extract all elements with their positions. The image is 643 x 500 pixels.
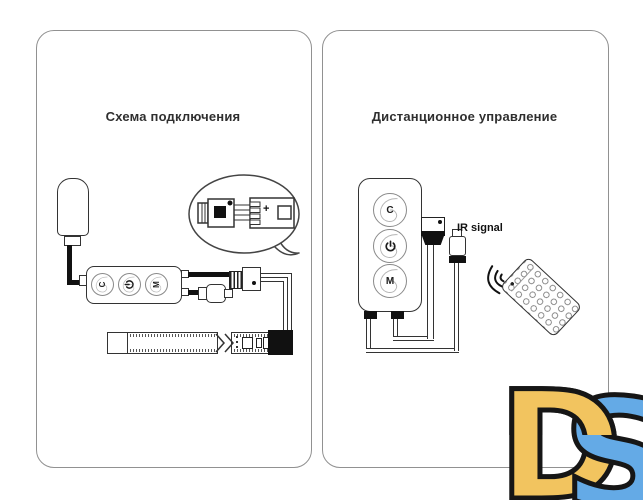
- button-swirl-decoration: [380, 269, 398, 293]
- led-strip-black-connector: [268, 330, 293, 355]
- led-chip: [242, 337, 253, 349]
- left-panel-title: Схема подключения: [105, 109, 241, 124]
- strip-wire-1: [261, 273, 292, 341]
- button-swirl-decoration: [380, 198, 398, 222]
- polarity-plus-label: +: [263, 203, 269, 215]
- button-swirl-decoration: [150, 276, 162, 293]
- strip-hatch-bottom: [234, 349, 270, 352]
- wire-inner-left: [393, 319, 398, 339]
- ir-waves-icon: [487, 265, 505, 295]
- controller-button-power: [118, 273, 141, 296]
- wire-inner-right: [427, 244, 434, 339]
- controller-button-c: C: [91, 273, 114, 296]
- connector-ribbed-section: [229, 271, 242, 289]
- power-adapter-neck: [64, 236, 81, 246]
- strip-hatch-top: [234, 334, 270, 337]
- wire-outer-left: [366, 319, 371, 352]
- ir-receiver-base: [422, 236, 444, 245]
- strip-hatch-top: [130, 334, 215, 337]
- ir-receiver-band: [421, 231, 445, 236]
- wire-outer-right: [454, 263, 459, 351]
- led-strip-end-cap: [107, 332, 128, 354]
- extension-plug-band: [449, 256, 466, 263]
- strip-wire-3: [261, 281, 284, 341]
- power-adapter: [57, 178, 89, 236]
- logo-letter-s: S: [560, 368, 643, 500]
- logo-letter-d: D: [496, 360, 625, 500]
- controller-button-power: [373, 229, 407, 263]
- extension-plug-body: [449, 236, 466, 256]
- connector-block: [242, 267, 261, 291]
- output-cable-1: [188, 272, 229, 277]
- controller-button-m: M: [373, 264, 407, 298]
- led-strip-section-1: [127, 332, 218, 354]
- usb-plug-body: [206, 284, 226, 303]
- button-label-m: M: [385, 275, 395, 287]
- power-cable-vertical: [67, 245, 72, 285]
- connector-block-dot: [252, 281, 256, 285]
- controller-button-m: M: [145, 273, 168, 296]
- connector-detail-callout: +: [188, 174, 300, 256]
- button-swirl-decoration: [380, 234, 398, 258]
- ir-receiver-head: [421, 217, 445, 232]
- right-panel-title: Дистанционное управление: [371, 109, 558, 124]
- wire-outer-bottom: [366, 348, 459, 353]
- button-label-m: M: [152, 281, 161, 288]
- controller-bottom-stub-1: [364, 311, 377, 319]
- logo-letter-d-overlap: D: [498, 360, 623, 500]
- strip-cut-chevron: [215, 333, 234, 353]
- button-label-c: C: [386, 204, 394, 216]
- led-chip: [256, 338, 262, 348]
- output-cable-2: [188, 290, 202, 295]
- power-cable-horizontal: [67, 280, 84, 285]
- ir-receiver-eye: [438, 220, 442, 224]
- ir-signal-label: IR signal: [457, 222, 503, 234]
- strip-solder-dots: [236, 336, 238, 350]
- controller-button-c: C: [373, 193, 407, 227]
- strip-wire-2: [261, 277, 288, 341]
- button-swirl-decoration: [96, 276, 108, 293]
- usb-plug-tip: [224, 289, 233, 298]
- button-label-c: C: [98, 281, 107, 288]
- power-icon: [119, 274, 140, 295]
- controller-bottom-stub-2: [391, 311, 404, 319]
- power-icon: [374, 230, 406, 262]
- strip-hatch-bottom: [130, 349, 215, 352]
- wire-inner-bottom: [393, 336, 434, 341]
